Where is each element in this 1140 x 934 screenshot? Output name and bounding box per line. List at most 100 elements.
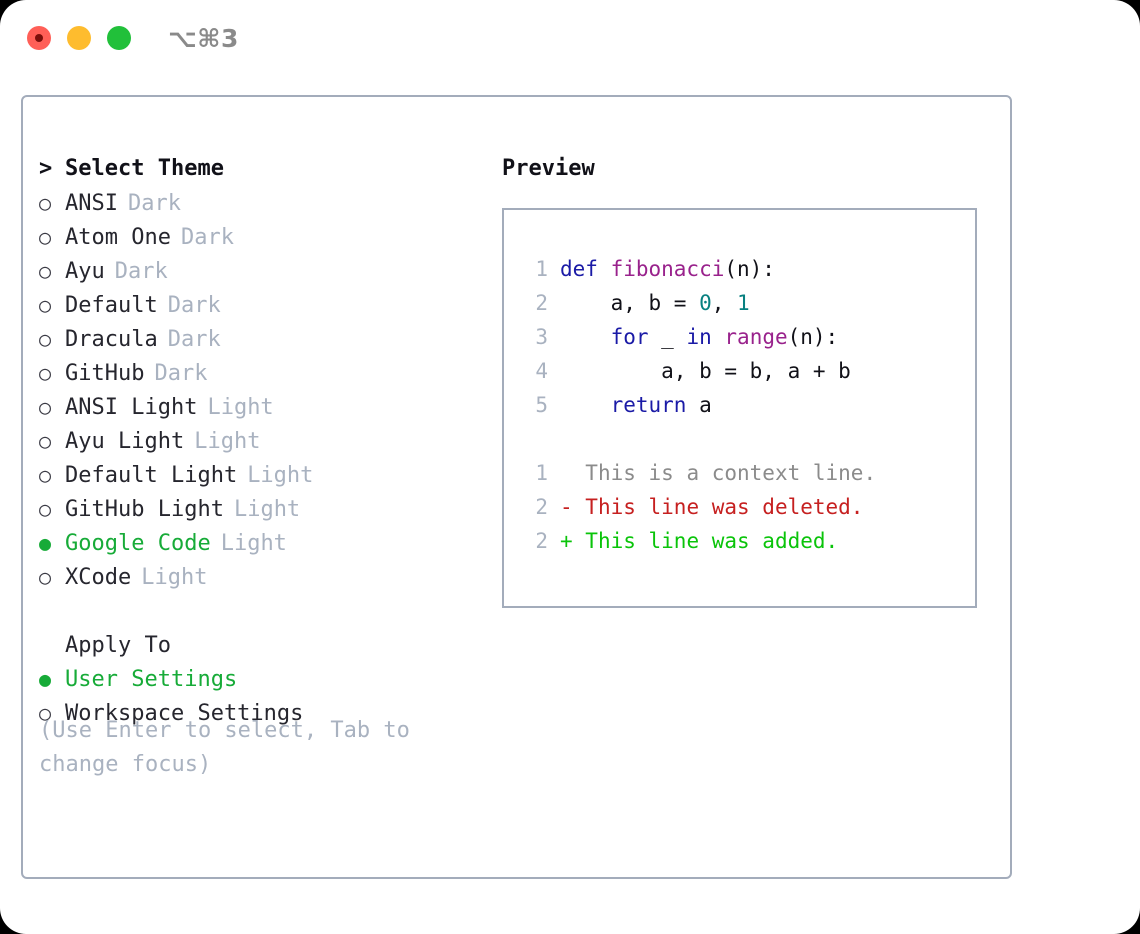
theme-variant-badge: Dark <box>154 361 208 386</box>
code-token: return <box>610 393 687 417</box>
traffic-lights <box>27 26 131 50</box>
radio-unselected-icon: ○ <box>39 361 52 385</box>
line-number: 4 <box>535 359 548 383</box>
diff-marker: - <box>560 495 586 519</box>
code-token <box>560 325 611 349</box>
code-token: a, b = <box>560 291 700 315</box>
radio-unselected-icon: ○ <box>39 259 52 283</box>
apply-to-item[interactable]: ● User Settings <box>39 662 479 696</box>
theme-name: Ayu Light <box>65 429 185 454</box>
diff-line: 2 + This line was added. <box>522 524 975 558</box>
radio-unselected-icon: ○ <box>39 701 52 725</box>
theme-name: ANSI <box>65 191 118 216</box>
theme-variant-badge: Light <box>207 395 274 420</box>
maximize-button[interactable] <box>107 26 131 50</box>
theme-name: Atom One <box>65 225 171 250</box>
line-number: 1 <box>535 257 548 281</box>
diff-text: This line was added. <box>585 529 839 553</box>
theme-name: ANSI Light <box>65 395 198 420</box>
line-number: 1 <box>535 461 548 485</box>
code-token: , <box>711 291 738 315</box>
line-number: 3 <box>535 325 548 349</box>
theme-list-header: >Select Theme <box>39 152 479 186</box>
theme-name: Default Light <box>65 463 238 488</box>
code-token: 0 <box>699 291 712 315</box>
line-number: 2 <box>535 529 548 553</box>
radio-unselected-icon: ○ <box>39 191 52 215</box>
theme-variant-badge: Light <box>220 531 287 556</box>
code-token: fibonacci <box>610 257 725 281</box>
keyboard-shortcut-label: ⌥⌘3 <box>168 24 239 53</box>
radio-unselected-icon: ○ <box>39 497 52 521</box>
apply-to-list: ○Apply To●User Settings○Workspace Settin… <box>39 628 479 730</box>
theme-list-item[interactable]: ○ Ayu Light Light <box>39 424 479 458</box>
theme-name: Default <box>65 293 158 318</box>
theme-name: Google Code <box>65 531 211 556</box>
spacer-icon: ○ <box>39 628 65 662</box>
code-line: 5 return a <box>522 388 975 422</box>
code-token: (n): <box>787 325 839 349</box>
code-token: 1 <box>737 291 750 315</box>
apply-to-item[interactable]: ○ Workspace Settings <box>39 696 479 730</box>
apply-to-title: Apply To <box>65 633 171 658</box>
radio-unselected-icon: ○ <box>39 327 52 351</box>
title-bar: ⌥⌘3 <box>0 0 1140 78</box>
line-number: 5 <box>535 393 548 417</box>
code-line: 3 for _ in range(n): <box>522 320 975 354</box>
code-token: (n): <box>724 257 775 281</box>
code-token <box>560 393 611 417</box>
code-line: 1 def fibonacci(n): <box>522 252 975 286</box>
theme-list-item[interactable]: ● Google Code Light <box>39 526 479 560</box>
caret-icon: > <box>39 156 53 181</box>
radio-unselected-icon: ○ <box>39 225 52 249</box>
diff-text: This is a context line. <box>585 461 877 485</box>
theme-variant-badge: Light <box>194 429 261 454</box>
radio-unselected-icon: ○ <box>39 429 52 453</box>
code-token: a, b = b, a + b <box>560 359 851 383</box>
apply-to-label: User Settings <box>65 667 238 692</box>
close-button[interactable] <box>27 26 51 50</box>
radio-selected-icon: ● <box>39 667 52 691</box>
code-line: 2 a, b = 0, 1 <box>522 286 975 320</box>
radio-unselected-icon: ○ <box>39 463 52 487</box>
diff-line: 2- This line was deleted. <box>522 490 975 524</box>
apply-to-header-row: ○Apply To <box>39 628 479 662</box>
diff-marker: + <box>560 529 586 553</box>
theme-name: GitHub Light <box>65 497 224 522</box>
code-token <box>712 325 725 349</box>
code-token: range <box>724 325 788 349</box>
theme-variant-badge: Dark <box>167 327 221 352</box>
code-token: for <box>610 325 649 349</box>
radio-selected-icon: ● <box>39 531 52 555</box>
section-spacer <box>39 594 479 628</box>
diff-sample: 1 This is a context line. 2- This line wa… <box>522 456 975 558</box>
code-token: def <box>560 257 611 281</box>
code-token: _ <box>648 325 687 349</box>
theme-list-item[interactable]: ○ GitHub Light Light <box>39 492 479 526</box>
keyboard-hint: (Use Enter to select, Tab to change focu… <box>39 718 410 777</box>
theme-variant-badge: Dark <box>167 293 221 318</box>
minimize-button[interactable] <box>67 26 91 50</box>
theme-variant-badge: Dark <box>114 259 168 284</box>
line-number: 2 <box>535 495 548 519</box>
radio-unselected-icon: ○ <box>39 565 52 589</box>
theme-variant-badge: Light <box>141 565 208 590</box>
theme-variant-badge: Light <box>233 497 301 522</box>
line-number: 2 <box>535 291 548 315</box>
code-token: a <box>686 393 712 417</box>
code-diff-spacer <box>522 422 975 456</box>
apply-to-label: Workspace Settings <box>65 701 304 726</box>
